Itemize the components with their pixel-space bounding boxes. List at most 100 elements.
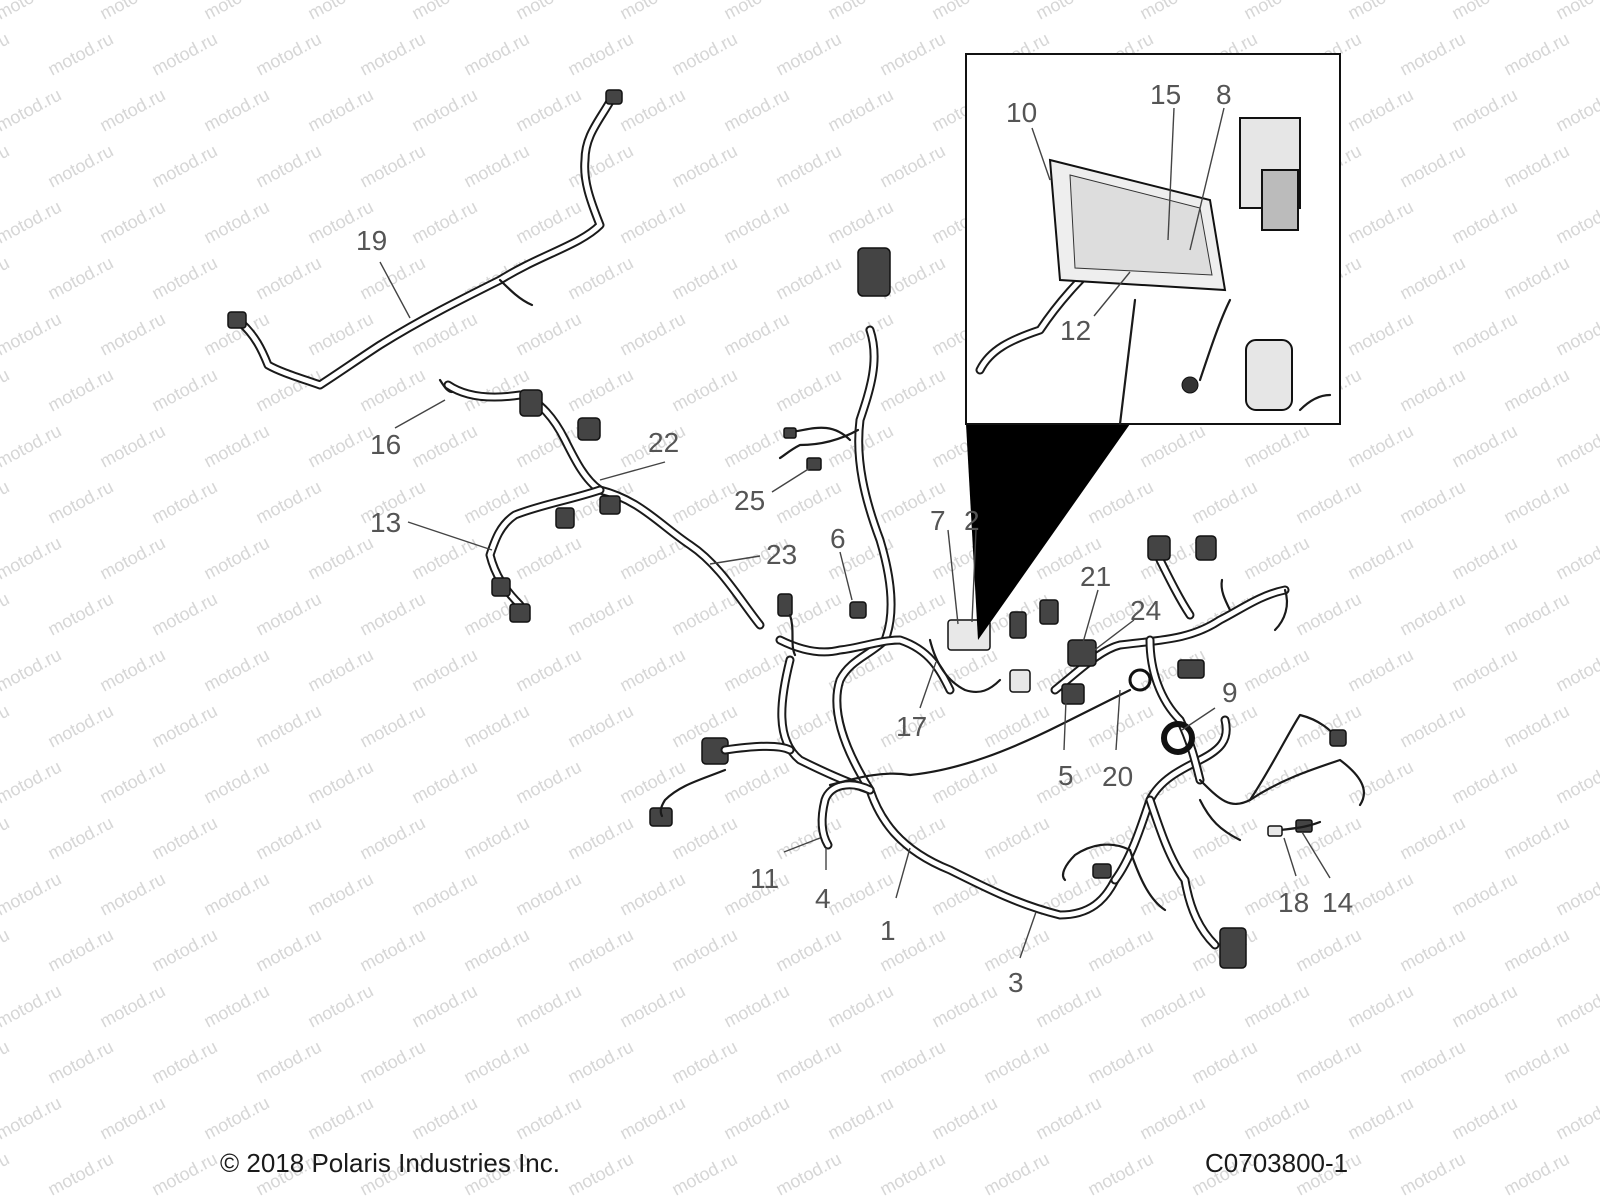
- watermark-text: motod.ru: [200, 1093, 272, 1144]
- watermark-text: motod.ru: [1240, 0, 1312, 24]
- watermark-text: motod.ru: [1292, 477, 1364, 528]
- watermark-text: motod.ru: [0, 757, 65, 808]
- watermark-text: motod.ru: [460, 29, 532, 80]
- watermark-text: motod.ru: [668, 141, 740, 192]
- watermark-text: motod.ru: [252, 253, 324, 304]
- watermark-text: motod.ru: [1396, 925, 1468, 976]
- watermark-text: motod.ru: [252, 1037, 324, 1088]
- watermark-text: motod.ru: [1084, 925, 1156, 976]
- watermark-text: motod.ru: [44, 701, 116, 752]
- watermark-text: motod.ru: [148, 477, 220, 528]
- watermark-text: motod.ru: [616, 757, 688, 808]
- watermark-text: motod.ru: [876, 1149, 948, 1200]
- watermark-text: motod.ru: [0, 533, 65, 584]
- watermark-text: motod.ru: [1552, 421, 1600, 472]
- watermark-text: motod.ru: [1240, 981, 1312, 1032]
- watermark-text: motod.ru: [252, 925, 324, 976]
- watermark-text: motod.ru: [564, 813, 636, 864]
- watermark-text: motod.ru: [772, 253, 844, 304]
- watermark-text: motod.ru: [1240, 533, 1312, 584]
- watermark-text: motod.ru: [1552, 1093, 1600, 1144]
- watermark-text: motod.ru: [1448, 757, 1520, 808]
- watermark-text: motod.ru: [252, 477, 324, 528]
- watermark-text: motod.ru: [460, 813, 532, 864]
- callout-6: 6: [830, 523, 846, 554]
- watermark-text: motod.ru: [668, 589, 740, 640]
- copyright-text: © 2018 Polaris Industries Inc.: [220, 1148, 560, 1178]
- watermark-text: motod.ru: [512, 981, 584, 1032]
- watermark-text: motod.ru: [1032, 1093, 1104, 1144]
- callout-11: 11: [750, 863, 779, 894]
- watermark-text: motod.ru: [0, 477, 13, 528]
- callout-17: 17: [896, 711, 927, 742]
- harness-16-13-22: [438, 378, 765, 630]
- watermark-text: motod.ru: [824, 197, 896, 248]
- watermark-text: motod.ru: [44, 1037, 116, 1088]
- watermark-text: motod.ru: [824, 309, 896, 360]
- watermark-text: motod.ru: [564, 925, 636, 976]
- watermark-text: motod.ru: [772, 1037, 844, 1088]
- callout-21: 21: [1080, 561, 1111, 592]
- watermark-text: motod.ru: [460, 701, 532, 752]
- watermark-text: motod.ru: [1500, 589, 1572, 640]
- watermark-text: motod.ru: [252, 813, 324, 864]
- callout-19: 19: [356, 225, 387, 256]
- watermark-text: motod.ru: [200, 85, 272, 136]
- watermark-text: motod.ru: [512, 1093, 584, 1144]
- watermark-text: motod.ru: [408, 869, 480, 920]
- watermark-text: motod.ru: [512, 85, 584, 136]
- watermark-text: motod.ru: [408, 197, 480, 248]
- watermark-text: motod.ru: [720, 421, 792, 472]
- watermark-text: motod.ru: [1500, 141, 1572, 192]
- watermark-text: motod.ru: [564, 701, 636, 752]
- watermark-text: motod.ru: [1396, 813, 1468, 864]
- watermark-text: motod.ru: [876, 1037, 948, 1088]
- watermark-text: motod.ru: [460, 1037, 532, 1088]
- watermark-text: motod.ru: [564, 29, 636, 80]
- callout-15: 15: [1150, 79, 1181, 110]
- watermark-text: motod.ru: [824, 85, 896, 136]
- watermark-text: motod.ru: [0, 0, 65, 24]
- callout-10: 10: [1006, 97, 1037, 128]
- watermark-text: motod.ru: [356, 365, 428, 416]
- watermark-text: motod.ru: [304, 0, 376, 24]
- watermark-text: motod.ru: [148, 253, 220, 304]
- watermark-text: motod.ru: [616, 0, 688, 24]
- watermark-text: motod.ru: [1344, 533, 1416, 584]
- watermark-text: motod.ru: [304, 757, 376, 808]
- watermark-text: motod.ru: [1552, 981, 1600, 1032]
- watermark-text: motod.ru: [1292, 1037, 1364, 1088]
- watermark-text: motod.ru: [980, 813, 1052, 864]
- watermark-text: motod.ru: [1500, 813, 1572, 864]
- watermark-text: motod.ru: [0, 645, 65, 696]
- callout-22: 22: [648, 427, 679, 458]
- harness-19: [227, 89, 623, 390]
- watermark-text: motod.ru: [1396, 141, 1468, 192]
- watermark-text: motod.ru: [96, 0, 168, 24]
- watermark-text: motod.ru: [1552, 533, 1600, 584]
- watermark-text: motod.ru: [720, 757, 792, 808]
- watermark-text: motod.ru: [512, 309, 584, 360]
- watermark-text: motod.ru: [1032, 0, 1104, 24]
- watermark-text: motod.ru: [0, 701, 13, 752]
- watermark-text: motod.ru: [148, 701, 220, 752]
- watermark-text: motod.ru: [512, 757, 584, 808]
- watermark-text: motod.ru: [1188, 477, 1260, 528]
- watermark-text: motod.ru: [1344, 1093, 1416, 1144]
- watermark-text: motod.ru: [772, 29, 844, 80]
- watermark-text: motod.ru: [616, 645, 688, 696]
- watermark-text: motod.ru: [356, 925, 428, 976]
- watermark-text: motod.ru: [772, 925, 844, 976]
- watermark-text: motod.ru: [0, 253, 13, 304]
- watermark-text: motod.ru: [0, 1149, 13, 1200]
- watermark-text: motod.ru: [96, 309, 168, 360]
- watermark-text: motod.ru: [616, 85, 688, 136]
- watermark-text: motod.ru: [668, 253, 740, 304]
- callout-labels: 1 2 3 4 5 6 7 8 9 10 11 12 13 14 15 16 1…: [356, 79, 1353, 998]
- watermark-text: motod.ru: [1032, 981, 1104, 1032]
- watermark-text: motod.ru: [876, 365, 948, 416]
- watermark-text: motod.ru: [1344, 85, 1416, 136]
- callout-20: 20: [1102, 761, 1133, 792]
